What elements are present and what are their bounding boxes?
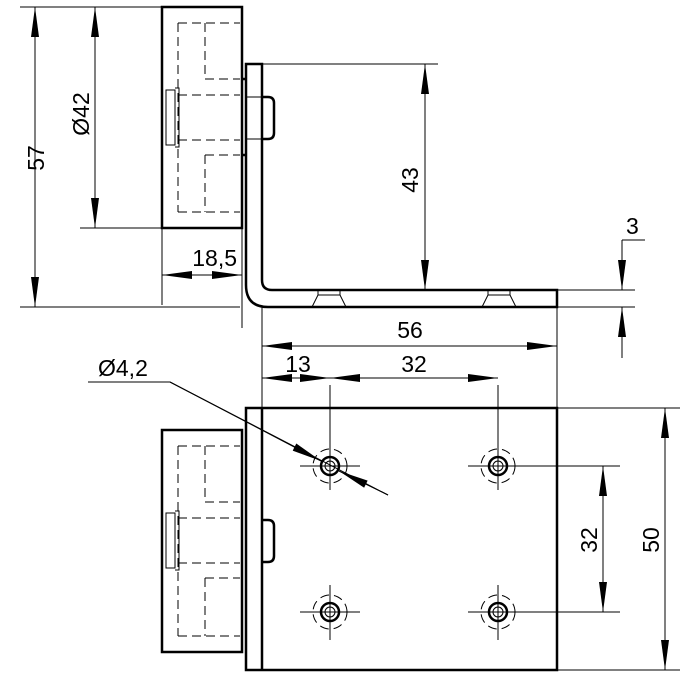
dim-13: 13	[285, 351, 311, 377]
dim-50: 50	[638, 527, 664, 553]
dim-hole-spacing-y: 32	[576, 527, 602, 553]
knob-top	[160, 428, 276, 654]
side-view: 57 Ø42 43 18,5 3	[20, 5, 645, 358]
dim-hole-diameter: Ø4,2	[98, 355, 148, 381]
dim-18-5: 18,5	[192, 245, 237, 271]
dim-56: 56	[397, 317, 423, 343]
top-view	[160, 385, 620, 672]
dim-knob-diameter: Ø42	[68, 92, 94, 135]
mounting-holes	[312, 448, 516, 630]
dim-57: 57	[23, 145, 49, 171]
dim-hole-spacing-x: 32	[401, 351, 427, 377]
dim-thickness: 3	[626, 213, 639, 239]
dim-43: 43	[397, 167, 423, 193]
knob-side	[160, 5, 246, 230]
